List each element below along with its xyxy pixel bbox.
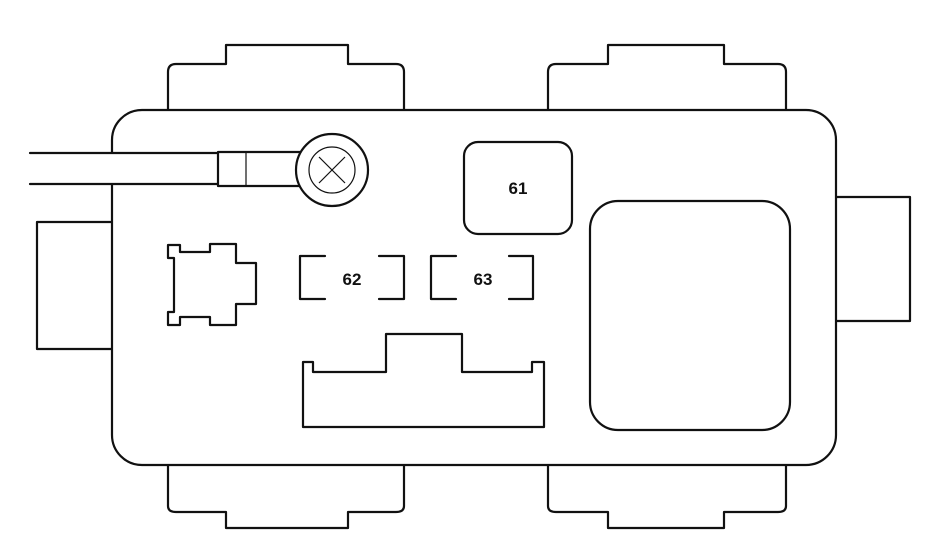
fuse-62-label: 62 [343, 270, 362, 289]
main-wiring-connector [301, 332, 546, 429]
battery-cable [28, 150, 310, 188]
top-right-mount-tab [546, 43, 788, 114]
left-side-tab [35, 220, 119, 351]
large-relay-socket [588, 199, 792, 432]
top-left-mount-tab [166, 43, 406, 114]
right-side-tab [828, 195, 912, 323]
fuse-62: 62 [298, 254, 406, 301]
fuse-61: 61 [462, 140, 574, 236]
fuse-63-label: 63 [474, 270, 493, 289]
fuse-63: 63 [429, 254, 535, 301]
small-relay-connector [166, 242, 258, 327]
bottom-left-mount-tab [166, 462, 406, 530]
bottom-right-mount-tab [546, 462, 788, 530]
ring-terminal-bolt [294, 132, 370, 208]
fuse-61-label: 61 [509, 179, 528, 198]
